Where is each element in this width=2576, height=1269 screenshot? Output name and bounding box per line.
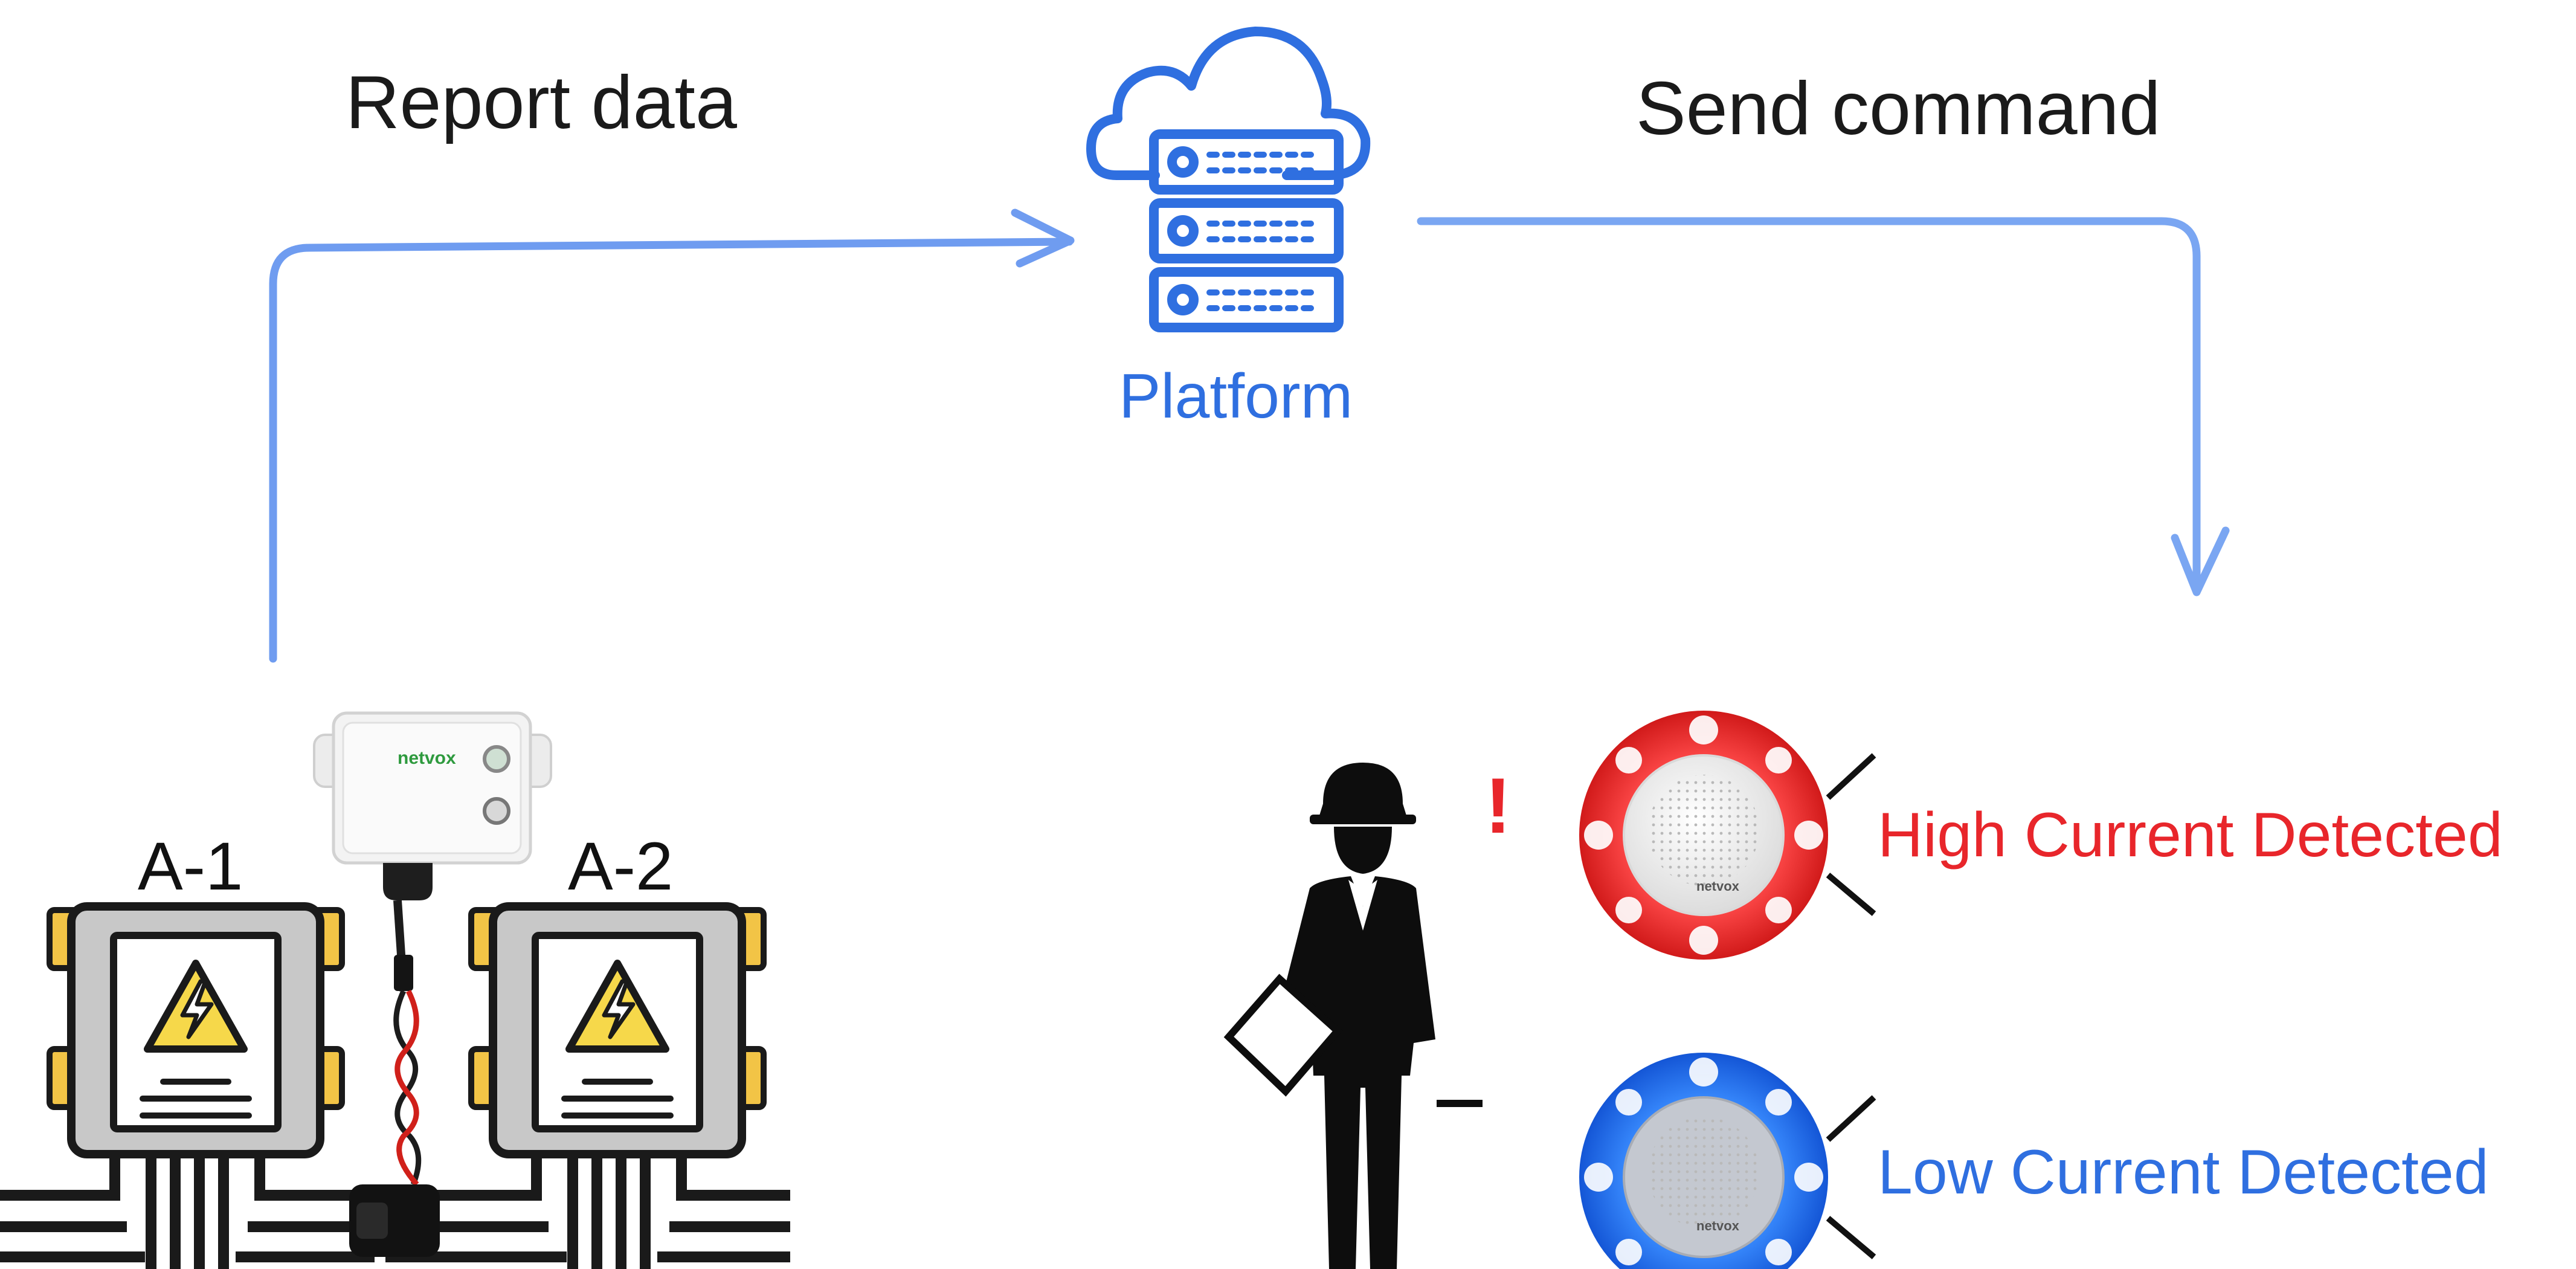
send-command-label: Send command [1636, 67, 2161, 150]
siren-brand-label: netvox [1696, 879, 1739, 894]
cable-bundle-a1 [0, 1142, 375, 1269]
report-data-arrow [269, 208, 1075, 663]
exclamation-icon: ! [1485, 761, 1512, 850]
blue-siren-alarm-icon [1579, 1053, 1876, 1269]
high-current-label: High Current Detected [1878, 800, 2503, 870]
engineer-worker-icon [1223, 763, 1483, 1269]
device-brand-label: netvox [398, 748, 456, 768]
cloud-server-icon [1086, 27, 1371, 332]
box-a2-label: A-2 [568, 828, 674, 904]
platform-label: Platform [1119, 361, 1353, 431]
send-command-arrow [1417, 217, 2230, 596]
electrical-box-a2 [373, 902, 790, 1269]
box-a1-label: A-1 [138, 828, 243, 904]
electrical-box-a1 [0, 902, 375, 1269]
low-current-label: Low Current Detected [1878, 1137, 2489, 1207]
siren-brand-label: netvox [1696, 1218, 1739, 1233]
report-data-label: Report data [346, 61, 737, 144]
red-siren-alarm-icon [1579, 711, 1876, 960]
current-sensor-device-icon [313, 711, 552, 1257]
